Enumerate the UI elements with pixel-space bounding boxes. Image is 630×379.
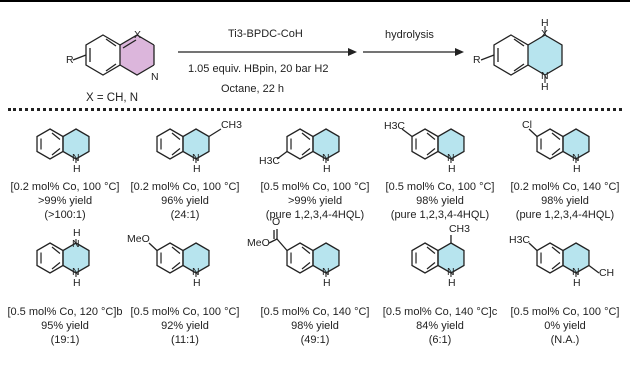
product-conditions-4: [0.5 mol% Co, 100 °C] [385,181,495,193]
atom-H-2: H [192,163,201,175]
substituent-8: MeO [247,237,270,249]
atom-N-4: N [446,152,455,164]
product-note-1: (>100:1) [44,209,86,221]
atom-N-3: N [321,152,330,164]
atom-H-5: H [572,163,581,175]
atom-H-3: H [322,163,331,175]
product-note-4: (pure 1,2,3,4-4HQL) [390,209,490,221]
product-conditions-10: [0.5 mol% Co, 100 °C] [510,306,620,318]
product-yield-4: 98% yield [416,195,464,207]
product-note-6: (19:1) [50,334,80,346]
product-structure-6 [36,239,90,277]
atom-N-2: N [191,152,200,164]
substituent-10: H3C [509,234,531,246]
atom-N2-6: N [71,238,80,250]
product-structure-1 [36,128,90,163]
atom-N-7: N [191,266,200,278]
solvent-time-label: Octane, 22 h [221,83,284,95]
product-yield-9: 84% yield [416,320,464,332]
product-structure-3 [276,128,340,163]
atom-H-6: H [72,277,81,289]
product-yield-2: 96% yield [161,195,209,207]
substituent-2: CH3 [220,119,242,131]
product-H-bot: H [541,81,549,93]
substrate-R-label: R [66,54,74,66]
product-yield-8: 98% yield [291,320,339,332]
product-structure-2 [156,128,222,163]
product-conditions-2: [0.2 mol% Co, 100 °C] [130,181,240,193]
atom-N-1: N [71,152,80,164]
substituent-4: H3C [384,120,406,132]
product-structure-5 [528,128,590,163]
product-structure-8 [268,229,340,277]
atom-H-9: H [447,277,456,289]
atom-N-9: N [446,266,455,278]
substrate-N-label: N [151,71,159,83]
hydrolysis-label: hydrolysis [385,29,434,41]
substituent-9: CH3 [448,223,470,235]
atom-H-7: H [192,277,201,289]
reaction-arrow-2 [363,48,464,56]
catalyst-label: Ti3-BPDC-CoH [228,28,303,40]
substituent-3: H3C [259,155,281,167]
atom-H2-6: H [72,227,81,239]
product-conditions-9: [0.5 mol% Co, 140 °C]c [382,306,498,318]
product-structure [480,26,563,83]
product-yield-10: 0% yield [544,320,586,332]
product-yield-6: 95% yield [41,320,89,332]
product-conditions-5: [0.2 mol% Co, 140 °C] [510,181,620,193]
product-note-7: (11:1) [171,334,199,346]
product-note-5: (pure 1,2,3,4-4HQL) [515,209,615,221]
product-structure-10 [528,242,600,277]
product-yield-1: >99% yield [37,195,93,207]
product-note-2: (24:1) [170,209,200,221]
variable-label: X = CH, N [86,92,139,104]
atom-H-10: H [572,277,581,289]
atom-H-8: H [322,277,331,289]
product-X-label: X [541,28,549,40]
product-conditions-7: [0.5 mol% Co, 100 °C] [130,306,240,318]
product-conditions-8: [0.5 mol% Co, 140 °C] [260,306,370,318]
product-conditions-3: [0.5 mol% Co, 100 °C] [260,181,370,193]
top-rule [0,0,630,2]
substituent-7: MeO [127,233,150,245]
substrate-structure [72,34,155,76]
product-conditions-6: [0.5 mol% Co, 120 °C]b [7,306,123,318]
reaction-arrow-1 [178,48,357,56]
substituent-CH-10: CH [598,267,615,279]
product-structure-4 [401,128,465,163]
dotted-separator [8,108,622,111]
product-structure-9 [411,235,465,277]
product-note-9: (6:1) [428,334,452,346]
product-yield-5: 98% yield [541,195,589,207]
product-N-label: N [541,70,549,82]
atom-N-10: N [571,266,580,278]
product-structure-7 [148,242,210,277]
atom-N-6: N [71,266,80,278]
product-R-label: R [473,54,481,66]
reagents-label: 1.05 equiv. HBpin, 20 bar H2 [188,63,329,75]
product-note-10: (N.A.) [550,334,580,346]
product-note-3: (pure 1,2,3,4-4HQL) [265,209,365,221]
atom-H-1: H [72,163,81,175]
atom-N-5: N [571,152,580,164]
substrate-X-label: X [134,29,142,41]
product-H-top: H [541,17,549,29]
product-note-8: (49:1) [300,334,330,346]
substituent-5: Cl [522,119,532,131]
product-yield-3: >99% yield [287,195,343,207]
atom-N-8: N [321,266,330,278]
product-yield-7: 92% yield [161,320,209,332]
atom-O-8: O [272,216,281,228]
atom-H-4: H [447,163,456,175]
product-conditions-1: [0.2 mol% Co, 100 °C] [10,181,120,193]
